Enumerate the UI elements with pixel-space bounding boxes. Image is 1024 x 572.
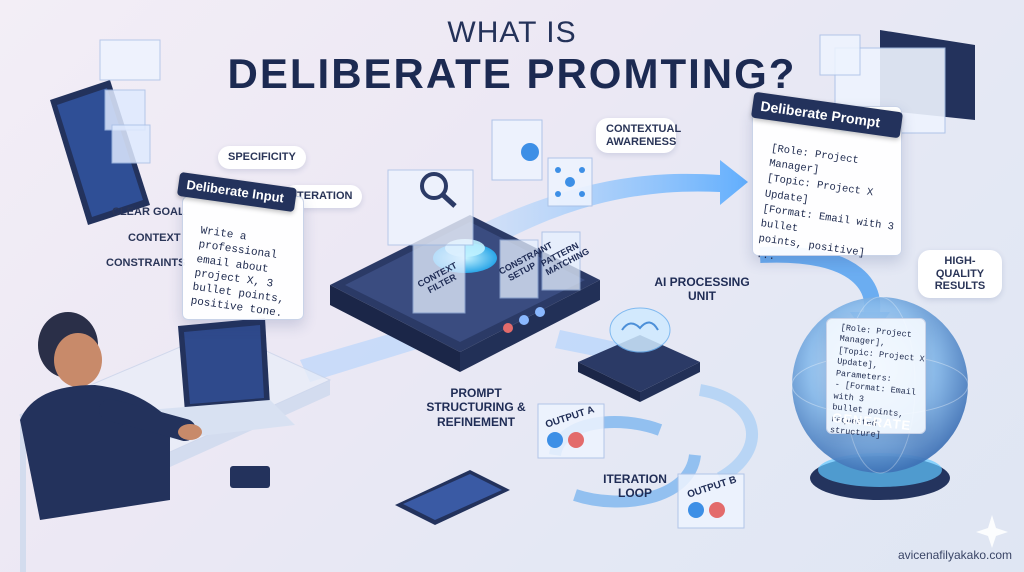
label-iteration-loop: ITERATION LOOP: [603, 472, 667, 501]
workstation: [18, 312, 332, 572]
label-ai-processing-unit: AI PROCESSING UNIT: [654, 275, 750, 304]
label-high-quality-results: HIGH-QUALITY RESULTS: [918, 250, 1002, 298]
label-constraints: CONSTRAINTS: [106, 257, 186, 269]
ai-chip: [578, 307, 700, 402]
title-line-2: DELIBERATE PROMTING?: [227, 50, 797, 97]
panel-network: [547, 157, 593, 207]
label-clear-goal: CLEAR GOAL: [112, 206, 185, 218]
phone-device: [50, 80, 150, 225]
label-contextual-awareness: CONTEXTUAL AWARENESS: [596, 118, 681, 154]
floating-panel-tl-3: [111, 124, 151, 164]
label-specificity: SPECIFICITY: [218, 146, 306, 169]
deliberate-input-text: Write a professional email about project…: [189, 225, 285, 321]
deliberate-input-card: Write a professional email about project…: [182, 196, 304, 321]
panel-pattern-matching: [541, 231, 581, 291]
label-context: CONTEXT: [128, 232, 181, 244]
panel-context-filter: [412, 244, 466, 314]
output-b-panel: [677, 473, 745, 529]
title-line-1: WHAT IS: [447, 16, 577, 49]
floating-panel-tl-1: [99, 39, 161, 81]
panel-search: [387, 169, 474, 246]
panel-constraint-setup: [499, 239, 539, 299]
sphere-result-card: [Role: Project Manager], [Topic: Project…: [826, 318, 926, 441]
floating-panel-tl-2: [104, 89, 146, 131]
output-a-panel: [537, 403, 605, 459]
label-prompt-structuring: PROMPT STRUCTURING & REFINEMENT: [426, 386, 526, 429]
watermark: avicenafilyakako.com: [897, 548, 1012, 562]
deliberate-prompt-lines: [Role: Project Manager] [Topic: Project …: [755, 142, 911, 282]
sparkle-icon: [976, 515, 1008, 548]
